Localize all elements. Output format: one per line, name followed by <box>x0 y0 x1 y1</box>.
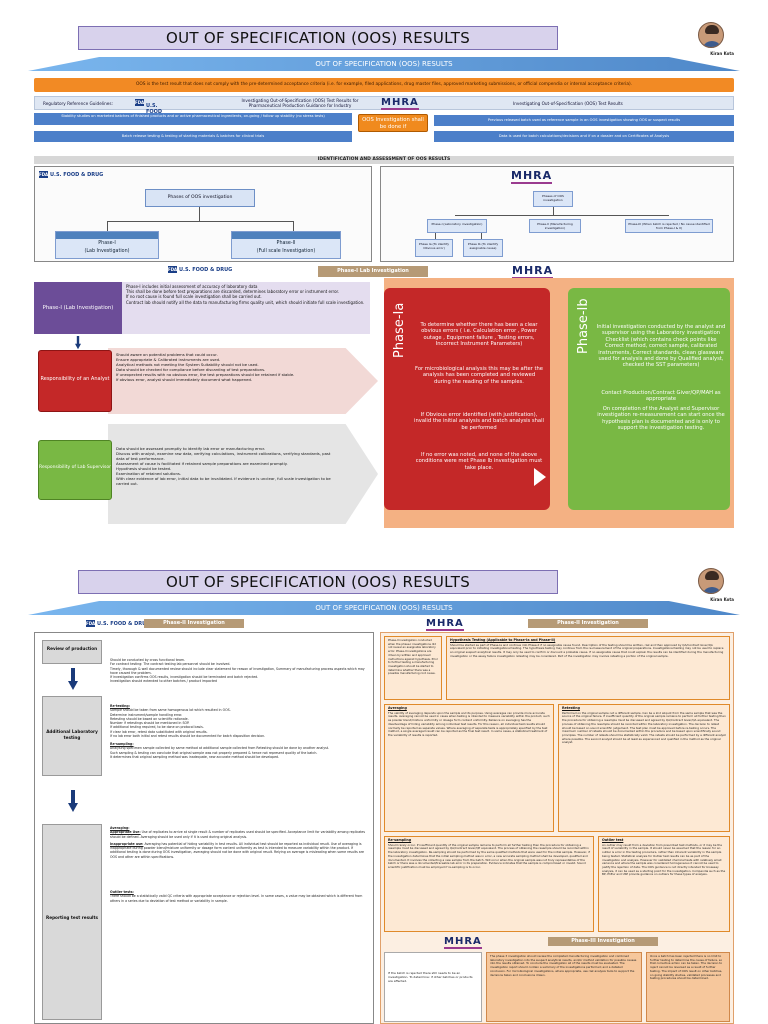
fda-icon: FDA <box>168 266 178 273</box>
tree-line <box>435 233 436 239</box>
phase3-box-2: The phase 3 investigation should review … <box>486 952 642 1022</box>
phase2-bar-fda: Phase-II Investigation <box>144 619 244 628</box>
arrow-right-icon <box>534 468 546 486</box>
additional-testing-label: Additional Laboratory testing <box>42 696 102 776</box>
mhra-logo-tree: MHRA <box>511 169 553 184</box>
fda-condition-2: Batch release testing & testing of start… <box>34 131 352 142</box>
author-avatar-2 <box>698 568 724 594</box>
phase-ib-card: Phase-Ib Initial investigation conducted… <box>568 288 730 510</box>
outlier-block: Outlier tests: There should be a statist… <box>110 890 363 903</box>
mhra-logo-phase2: MHRA <box>426 618 464 631</box>
retesting-list: Re-testing: Sample should be taken from … <box>110 704 266 739</box>
fda-phase1-box: Phase-I(Lab Investigation) <box>55 231 159 259</box>
tree-line <box>553 207 554 215</box>
section-identification: IDENTIFICATION AND ASSESSMENT OF OOS RES… <box>34 156 734 164</box>
phase1-text: Phase-I includes initial assessment of a… <box>126 284 365 305</box>
tree-line <box>481 233 482 239</box>
phase-ib-p1: Initial investigation conducted by the a… <box>596 324 726 369</box>
title-band-2: OUT OF SPECIFICATION (OOS) RESULTS <box>28 601 740 615</box>
supervisor-arrow <box>108 424 378 524</box>
averaging-block: Averaging: Appropriate Use: Use of repli… <box>110 826 366 859</box>
phase-ia-p3: If Obvious error identified (with justif… <box>414 412 544 431</box>
mhra-logo: MHRA <box>381 97 419 110</box>
phase-ib-p3: On completion of the Analyst and Supervi… <box>597 406 725 432</box>
reg-label: Regulatory Reference Guidelines: <box>43 101 113 106</box>
tree-line <box>199 207 200 221</box>
mhra-phase1-box: Phase-I (Laboratory investigation) <box>427 219 487 233</box>
fda-icon: FDA <box>86 620 96 627</box>
phase-ia-p1: To determine whether there has been a cl… <box>420 322 538 348</box>
mhra-phase3-box: Phase-III (When batch is rejected / No c… <box>625 219 713 233</box>
mhra-condition-2: Data is used for batch calculations/deci… <box>434 131 734 142</box>
analyst-arrow <box>108 348 378 414</box>
phase-ia-label: Phase-Ia <box>392 302 407 358</box>
review-label: Review of production <box>42 640 102 664</box>
sheet-one: OUT OF SPECIFICATION (OOS) RESULTS Kiran… <box>28 0 740 530</box>
phase-ib-p2: Contact Production/Contract Giver/QP/MAH… <box>601 390 721 403</box>
author-name-2: Kiran Kota <box>710 597 734 602</box>
review-list: Should be conducted by cross functional … <box>110 658 365 684</box>
fda-icon: FDA <box>135 99 145 106</box>
fda-root-box: Phases of OOS investigation <box>145 189 255 207</box>
author-avatar <box>698 22 724 48</box>
phase-ib-label: Phase-Ib <box>576 298 591 354</box>
analyst-label: Responsibility of an Analyst <box>38 350 112 412</box>
intro-bar: OOS is the test result that does not com… <box>34 78 734 92</box>
tree-line <box>107 221 108 231</box>
supervisor-label: Responsibility of Lab Supervisor <box>38 440 112 500</box>
phase1-text-bg <box>122 282 370 334</box>
sheet-two: OUT OF SPECIFICATION (OOS) RESULTS Kiran… <box>28 562 740 1024</box>
tree-line <box>455 215 669 216</box>
down-arrow-icon <box>75 336 81 350</box>
tree-line <box>107 221 293 222</box>
analyst-list: Should aware on potential problems that … <box>116 352 295 382</box>
title-band: OUT OF SPECIFICATION (OOS) RESULTS <box>28 57 740 71</box>
mhra-tree-panel: MHRA Phases of OOS investigation Phase-I… <box>380 166 734 262</box>
mhra-guidance: Investigating Out-of-Specification (OOS)… <box>513 101 623 106</box>
hypothesis-box: Hypothesis Testing (Applicable to Phase-… <box>446 636 730 700</box>
phase-ia-card: Phase-Ia To determine whether there has … <box>384 288 550 510</box>
mhra-logo-phase1: MHRA <box>512 264 554 279</box>
supervisor-list: Data should be assessed promptly to iden… <box>116 446 331 486</box>
author-name: Kiran Kota <box>710 51 734 56</box>
phase-ia-p2: For microbiological analysis this may be… <box>415 366 543 385</box>
phase3-box-1: If the batch is rejected there still nee… <box>384 952 482 1022</box>
phase1-lab-label: Phase-I (Lab Investigation) <box>34 282 122 334</box>
mhra-phase2-intro: Phase-II investigation conducted when th… <box>384 636 442 700</box>
fda-icon: FDA <box>39 171 49 178</box>
mhra-phase2-box: Phase-II (Manufacturing investigation) <box>529 219 581 233</box>
phase-ia-p4: If no error was noted, and none of the a… <box>415 452 543 471</box>
resampling-list: Re-sampling: Analysing specimen sample c… <box>110 742 330 759</box>
fda-guidance: Investigating Out-of-Specification (OOS)… <box>241 98 359 108</box>
mhra-phase-ia-box: Phase Ia (To identify Obvious error) <box>415 239 453 257</box>
page-title-2: OUT OF SPECIFICATION (OOS) RESULTS <box>78 570 558 594</box>
phase3-bar: Phase-III Investigation <box>548 937 658 946</box>
tree-line <box>293 221 294 231</box>
page-title: OUT OF SPECIFICATION (OOS) RESULTS <box>78 26 558 50</box>
mhra-condition-1: Previous released batch used as referenc… <box>434 115 734 126</box>
mhra-logo-phase3: MHRA <box>444 936 482 949</box>
mhra-root-box: Phases of OOS investigation <box>533 191 573 207</box>
oos-investigation-box: OOS Investigation shall be done if <box>358 114 428 132</box>
mhra-phase-ib-box: Phase Ib (To identify assignable cause) <box>463 239 503 257</box>
down-arrow-icon <box>68 790 78 812</box>
fda-condition-1: Stability studies on marketed batches of… <box>34 113 352 125</box>
fda-phase2-box: Phase-II(Full scale Investigation) <box>231 231 341 259</box>
down-arrow-icon <box>68 668 78 690</box>
phase1-bar: Phase-I Lab Investigation <box>318 266 428 277</box>
phase3-box-3: Once a batch has been rejected there is … <box>646 952 730 1022</box>
reporting-label: Reporting test results <box>42 824 102 1020</box>
phase2-bar-mhra: Phase-II Investigation <box>528 619 648 628</box>
